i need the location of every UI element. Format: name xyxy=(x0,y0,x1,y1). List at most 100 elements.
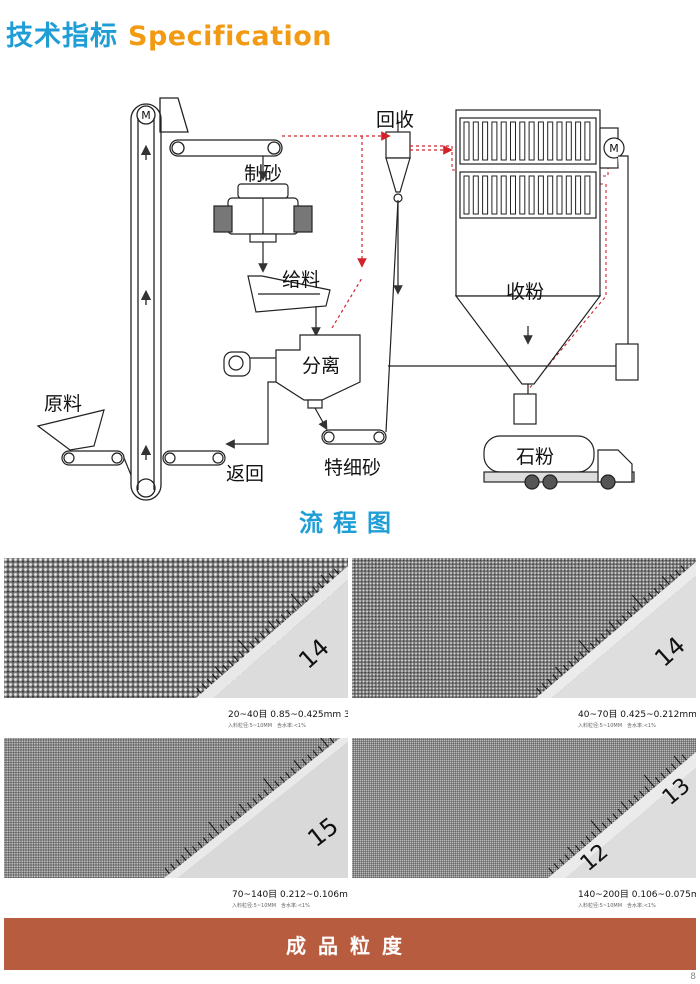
ruler-tick xyxy=(237,639,250,653)
ruler-tick xyxy=(653,588,660,595)
filter-bag xyxy=(556,175,563,215)
ruler-tick xyxy=(252,798,258,805)
bucket-elevator xyxy=(130,97,189,501)
banner-title: 成品粒度 xyxy=(286,933,414,958)
size-range-text: 140~200目 0.106~0.075mm 5.2% xyxy=(578,890,696,900)
ruler-tick xyxy=(212,674,218,680)
label-recycle: 回收 xyxy=(376,109,414,131)
ruler-tick xyxy=(267,620,276,630)
ruler-tick xyxy=(659,583,665,590)
filter-bag xyxy=(491,175,498,215)
feed-spec-text: 入料粒径:5~10MM 含水率:<1% xyxy=(228,723,306,729)
ruler-tick xyxy=(208,821,220,835)
filter-bag xyxy=(472,175,479,215)
ruler-tick xyxy=(671,763,677,770)
photo-tile-3: 15 70~140目 0.212~0.106mm 22.5% 入料粒径:5~10… xyxy=(4,738,348,914)
ruler-tick xyxy=(246,802,253,809)
page-number: 8 xyxy=(690,972,696,982)
ruler-tick xyxy=(644,786,650,793)
return-path xyxy=(225,381,276,449)
feed-spec-text: 入料粒径:5~10MM 含水率:<1% xyxy=(578,723,656,729)
filter-bags xyxy=(463,121,591,215)
ruler-tick xyxy=(580,840,586,847)
ruler-tick xyxy=(228,660,234,667)
ruler-tick xyxy=(660,772,666,779)
ruler-tick xyxy=(616,619,622,626)
filter-bag xyxy=(584,121,591,161)
ruler-tick xyxy=(547,678,553,685)
header-title-cn: 技术指标 xyxy=(6,21,118,52)
ruler-tick xyxy=(274,780,280,787)
ruler-tick xyxy=(553,863,560,870)
ruler-tick xyxy=(563,665,569,672)
ruler-tick xyxy=(648,592,654,599)
conveyor-ultrafine xyxy=(314,407,387,445)
ruler-tick xyxy=(293,760,302,770)
ruler-tick xyxy=(206,678,213,685)
photo-caption: 40~70目 0.425~0.212mm 35.2% 入料粒径:5~10MM 含… xyxy=(352,698,696,734)
ruler-tick xyxy=(320,738,329,748)
filter-bag xyxy=(575,175,582,215)
filter-bag xyxy=(482,121,489,161)
filter-bag xyxy=(500,175,507,215)
ruler-tick xyxy=(201,683,207,690)
ruler-tick xyxy=(290,767,296,774)
ruler-tick xyxy=(669,574,676,581)
ruler-tick xyxy=(681,754,687,761)
ruler-tick xyxy=(655,777,661,784)
size-range-text: 20~40目 0.85~0.425mm 31.6% xyxy=(228,710,348,720)
ruler-tick xyxy=(279,776,285,783)
ruler-tick xyxy=(312,586,318,593)
ruler-tick xyxy=(285,771,291,779)
ruler-ticks xyxy=(548,754,687,874)
ruler-tick xyxy=(286,609,292,616)
ruler-tick xyxy=(612,813,618,820)
ruler-tick xyxy=(585,836,592,843)
ruler-tick xyxy=(263,778,274,792)
photo-caption: 70~140目 0.212~0.106mm 22.5% 入料粒径:5~10MM … xyxy=(4,878,348,914)
finished-particle-size-banner: 成品粒度 xyxy=(4,918,696,970)
ruler-tick xyxy=(219,824,225,831)
ruler-tick xyxy=(600,633,606,640)
filter-bag xyxy=(463,175,470,215)
ruler-tick xyxy=(559,858,565,865)
ruler-tick xyxy=(578,640,590,653)
pulse-controller xyxy=(388,155,639,381)
filter-bag xyxy=(463,121,470,161)
ruler-tick xyxy=(591,831,597,838)
header-title-en: Specification xyxy=(128,21,333,52)
ruler-tick xyxy=(238,651,244,658)
motor-label-filter: M xyxy=(609,142,619,155)
ruler-ticks xyxy=(196,568,340,694)
ruler-tick xyxy=(555,666,564,676)
filter-bag xyxy=(528,175,535,215)
ruler-tick xyxy=(263,789,269,796)
label-return: 返回 xyxy=(226,463,264,485)
filter-bag xyxy=(584,175,591,215)
filter-bag xyxy=(547,121,554,161)
filter-bag xyxy=(519,175,526,215)
ruler-tick xyxy=(235,811,242,818)
process-flow-diagram: M 制砂 给料 分离 原料 返 xyxy=(36,97,639,501)
ruler-tick xyxy=(302,596,308,602)
ruler-tick xyxy=(196,687,202,694)
ruler-tick xyxy=(197,841,203,848)
ruler-tick xyxy=(548,867,554,874)
ruler-tick xyxy=(536,687,542,694)
ruler-tick xyxy=(181,854,187,861)
feeder xyxy=(247,275,331,313)
separator xyxy=(223,334,361,409)
ruler-tick xyxy=(579,651,585,658)
ruler-tick xyxy=(607,817,613,824)
ruler-tick xyxy=(170,863,176,870)
ruler-tick xyxy=(222,664,229,671)
ruler-tick xyxy=(328,573,334,579)
ruler-tick xyxy=(307,591,313,598)
powder-tanker-truck xyxy=(483,435,635,490)
ruler-tick xyxy=(329,738,335,744)
filter-bag xyxy=(537,175,544,215)
fan-motor xyxy=(599,127,625,169)
motor-label-elevator: M xyxy=(141,109,151,122)
red-dashed-air-paths xyxy=(282,131,453,329)
ruler-tick xyxy=(233,655,239,662)
